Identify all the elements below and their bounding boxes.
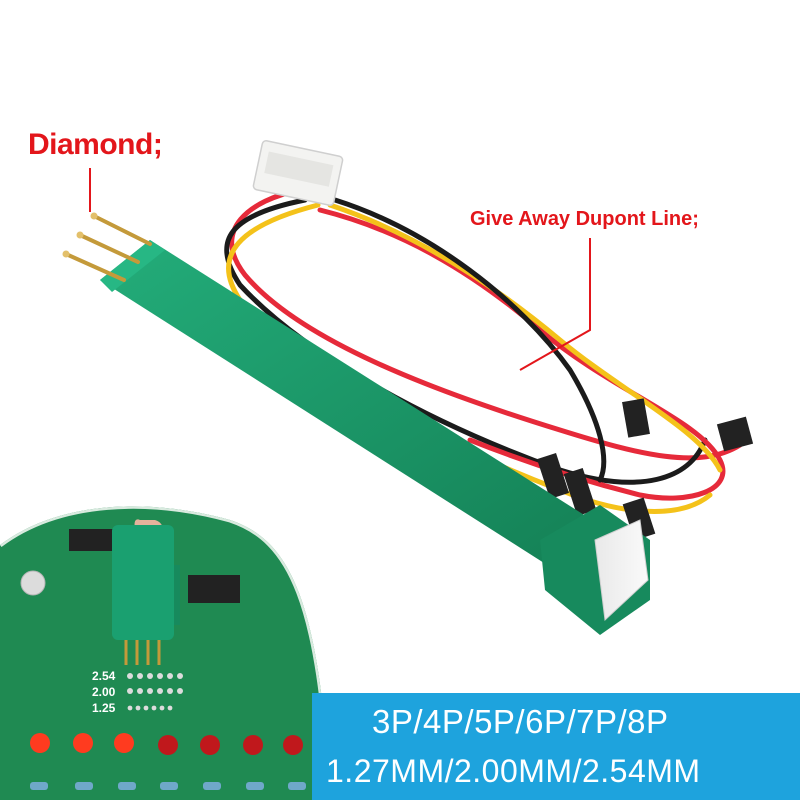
callout-lines xyxy=(89,168,591,371)
diamond-callout: Diamond; xyxy=(28,128,163,161)
led-row xyxy=(30,733,303,755)
jst-connector xyxy=(252,140,344,206)
pitch-label-125: 1.25 xyxy=(92,701,116,715)
pitch-options: 1.27MM/2.00MM/2.54MM xyxy=(326,753,701,789)
pcb-inset xyxy=(0,506,330,800)
spec-banner xyxy=(312,693,800,800)
pitch-label-200: 2.00 xyxy=(92,685,116,699)
pitch-label-254: 2.54 xyxy=(92,669,116,683)
wire-bundle xyxy=(224,187,743,514)
probe-body xyxy=(100,240,650,635)
probe-pins xyxy=(64,214,152,282)
pin-count-options: 3P/4P/5P/6P/7P/8P xyxy=(372,703,669,740)
dupont-headers xyxy=(537,398,754,541)
dupont-line-callout: Give Away Dupont Line; xyxy=(470,208,699,230)
